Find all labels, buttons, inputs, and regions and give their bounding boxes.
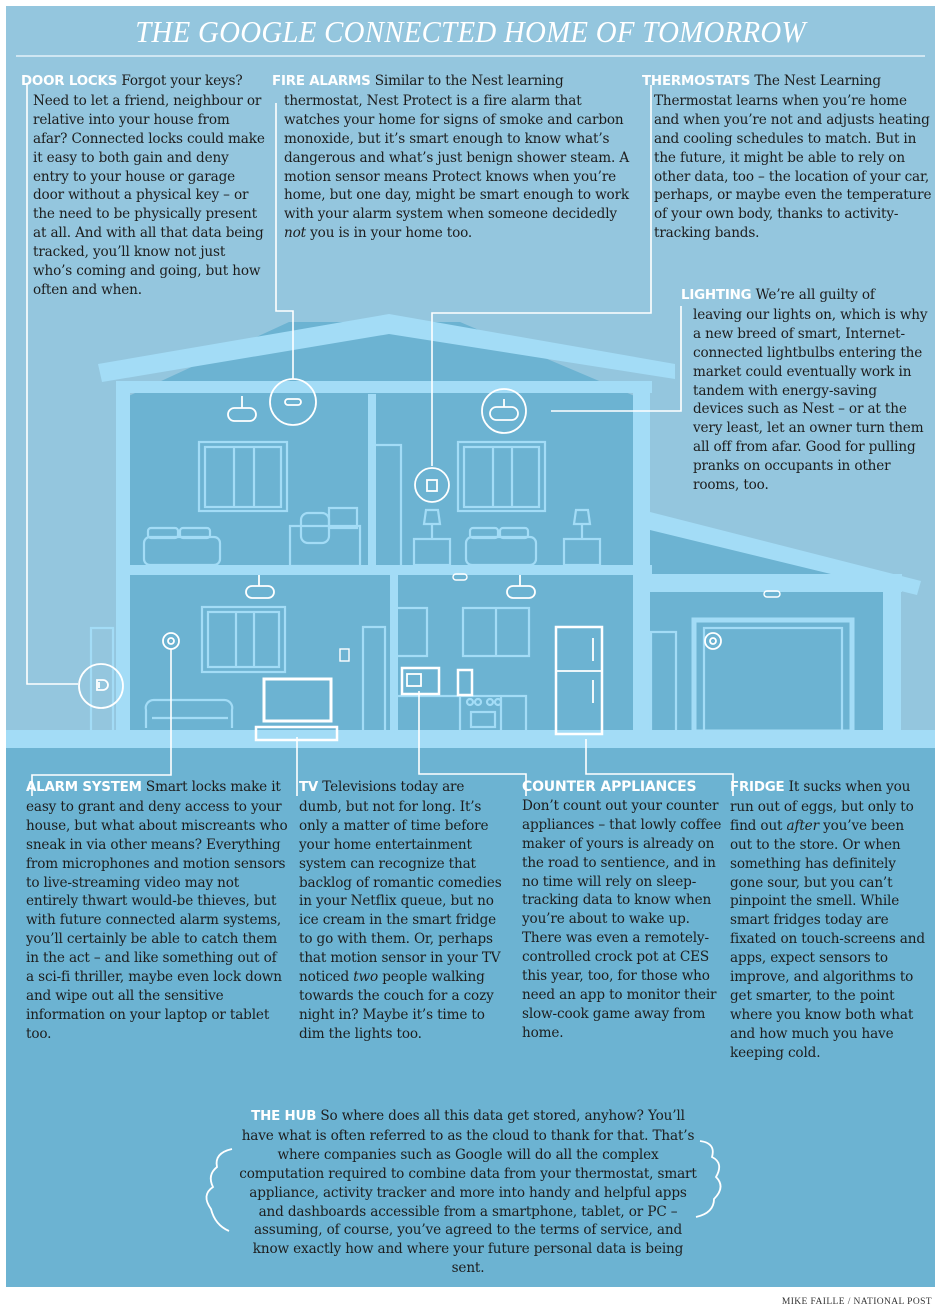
fire-alarms-emphasis: not xyxy=(284,225,306,242)
tv-body: Televisions today are dumb, but not for … xyxy=(299,779,502,986)
fridge-body-end: you’ve been out to the store. Or when so… xyxy=(730,817,925,1061)
section-counter-appliances: COUNTER APPLIANCES Don’t count out your … xyxy=(522,778,724,1043)
fridge-emphasis: after xyxy=(786,817,820,834)
light-callout-icon xyxy=(481,388,527,434)
cloud-right-icon xyxy=(695,1140,722,1218)
heading-thermostats: THERMOSTATS xyxy=(642,74,751,89)
alarm-sensor-icon xyxy=(162,632,180,650)
credit-line: MIKE FAILLE / NATIONAL POST xyxy=(781,1297,932,1307)
fire-alarms-body: thermostat, Nest Protect is a fire alarm… xyxy=(284,92,630,223)
section-door-locks: DOOR LOCKS Forgot your keys? Need to let… xyxy=(21,72,266,300)
microwave-icon xyxy=(400,666,441,696)
door-locks-body: Need to let a friend, neighbour or relat… xyxy=(33,92,265,298)
section-fridge: FRIDGE It sucks when you run out of eggs… xyxy=(730,778,930,1063)
ground-panel xyxy=(6,734,935,1287)
title-divider xyxy=(16,55,925,57)
infographic: THE GOOGLE CONNECTED HOME OF TOMORROW xyxy=(6,6,935,1287)
heading-lighting: LIGHTING xyxy=(681,288,752,303)
cloud-left-icon xyxy=(205,1148,233,1232)
heading-alarm-system: ALARM SYSTEM xyxy=(26,780,142,795)
lighting-body: leaving our lights on, which is why a ne… xyxy=(693,306,928,494)
section-the-hub: THE HUB So where does all this data get … xyxy=(238,1107,698,1278)
wall-left xyxy=(116,388,130,734)
heading-fridge: FRIDGE xyxy=(730,780,785,795)
device-icons xyxy=(78,378,781,1232)
fire-alarms-body-end: you is in your home too. xyxy=(305,225,473,242)
tv-body-end: people walking towards the couch for a c… xyxy=(299,969,494,1042)
counter-appliances-body: Don’t count out your counter appliances … xyxy=(522,797,722,1041)
the-hub-body: So where does all this data get stored, … xyxy=(239,1108,697,1277)
fridge-body: It sucks when you run out of eggs, but o… xyxy=(730,779,914,834)
heading-tv: TV xyxy=(299,780,319,795)
thermostats-lead: The Nest Learning xyxy=(754,73,881,89)
door-locks-lead: Forgot your keys? xyxy=(121,73,243,89)
lighting-lead: We’re all guilty of xyxy=(755,287,875,303)
heading-the-hub: THE HUB xyxy=(251,1109,317,1124)
alarm-system-body: Smart locks make it easy to grant and de… xyxy=(26,779,288,1042)
heading-fire-alarms: FIRE ALARMS xyxy=(272,74,371,89)
thermostat-callout-icon xyxy=(414,467,450,503)
fire-alarms-lead: Similar to the Nest learning xyxy=(374,73,564,89)
door-lock-callout-icon xyxy=(78,663,124,709)
roof xyxy=(98,314,675,382)
smoke-alarm-callout-icon xyxy=(269,378,317,426)
ceiling-light-icon xyxy=(227,407,257,422)
fridge-icon xyxy=(554,625,604,736)
tv-emphasis: two xyxy=(353,969,379,986)
section-fire-alarms: FIRE ALARMS Similar to the Nest learning… xyxy=(272,72,632,243)
heading-counter-appliances: COUNTER APPLIANCES xyxy=(522,779,697,795)
section-alarm-system: ALARM SYSTEM Smart locks make it easy to… xyxy=(26,778,288,1044)
page-title: THE GOOGLE CONNECTED HOME OF TOMORROW xyxy=(135,14,806,49)
tv-icon xyxy=(262,677,333,723)
coffee-maker-icon xyxy=(456,668,474,697)
section-tv: TV Televisions today are dumb, but not f… xyxy=(299,778,511,1044)
thermostats-body: Thermostat learns when you’re home and w… xyxy=(654,92,932,242)
house-illustration xyxy=(6,83,935,1232)
heading-door-locks: DOOR LOCKS xyxy=(21,74,118,89)
section-lighting: LIGHTING We’re all guilty of leaving our… xyxy=(681,286,931,495)
section-thermostats: THERMOSTATS The Nest Learning Thermostat… xyxy=(642,72,932,243)
